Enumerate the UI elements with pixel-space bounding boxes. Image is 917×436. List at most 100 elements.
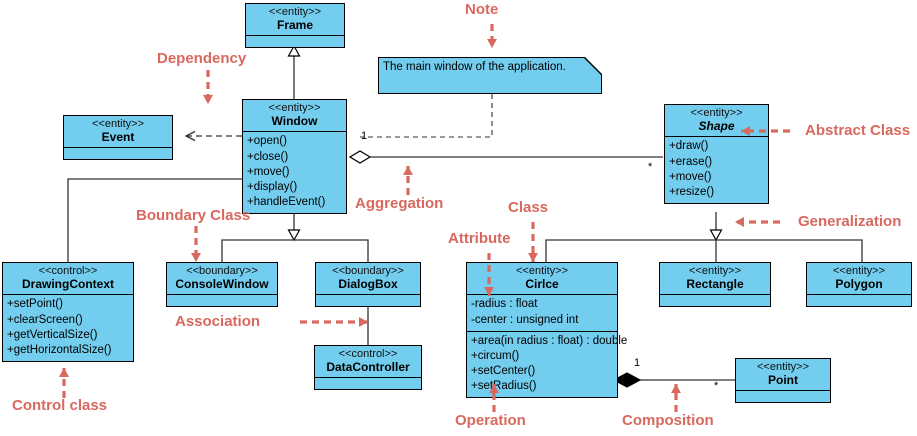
class-operation: +circum() <box>471 349 520 362</box>
class-stereotype: <<entity>> <box>690 107 743 119</box>
class-operation: +handleEvent() <box>247 196 326 209</box>
class-attribute: -center : unsigned int <box>471 313 579 326</box>
class-name: Point <box>768 372 798 387</box>
class-name: Event <box>101 129 135 144</box>
note-box[interactable]: The main window of the application. <box>378 57 602 94</box>
class-attributes-compartment <box>316 294 420 306</box>
multiplicity-point-composition: * <box>714 380 719 392</box>
class-attribute: -radius : float <box>471 298 538 311</box>
note-text: The main window of the application. <box>383 61 566 73</box>
class-box-frame[interactable]: <<entity>> Frame <box>245 3 345 49</box>
class-operation: +close() <box>247 150 289 163</box>
class-attributes-compartment <box>246 35 344 47</box>
class-box-circle[interactable]: <<entity>> Cirlce -radius : float -cente… <box>466 262 628 399</box>
annotation-label-composition: Composition <box>622 412 714 429</box>
class-box-consolewindow[interactable]: <<boundary>> ConsoleWindow <box>166 262 278 308</box>
annotation-label-attribute: Attribute <box>448 230 511 247</box>
annotation-label-generalization: Generalization <box>798 213 902 230</box>
class-operation: +display() <box>247 180 298 193</box>
class-box-polygon[interactable]: <<entity>> Polygon <box>806 262 912 308</box>
class-name: DataController <box>326 359 410 374</box>
line-window-to-drawingcontext <box>67 178 242 262</box>
class-box-rectangle[interactable]: <<entity>> Rectangle <box>659 262 771 308</box>
class-operations-compartment: +draw() +erase() +move() +resize() <box>665 136 768 203</box>
class-stereotype: <<boundary>> <box>332 265 404 277</box>
class-box-event[interactable]: <<entity>> Event <box>63 115 173 161</box>
class-operation: +getHorizontalSize() <box>7 343 112 356</box>
class-operation: +move() <box>247 165 290 178</box>
class-operation: +resize() <box>669 185 715 198</box>
class-operation: +area(in radius : float) : double <box>471 334 628 347</box>
class-header-frame: <<entity>> Frame <box>246 4 344 35</box>
class-operation: +setCenter() <box>471 365 536 378</box>
class-header-event: <<entity>> Event <box>64 116 172 147</box>
class-header-point: <<entity>> Point <box>736 359 830 390</box>
annotation-label-boundary-class: Boundary Class <box>136 207 251 224</box>
class-header-drawingcontext: <<control>> DrawingContext <box>3 263 133 294</box>
class-stereotype: <<control>> <box>338 348 398 360</box>
class-operations-compartment: +area(in radius : float) : double +circu… <box>467 330 628 398</box>
class-box-window[interactable]: <<entity>> Window +open() +close() +move… <box>242 99 347 215</box>
class-stereotype: <<entity>> <box>269 6 321 18</box>
class-header-consolewindow: <<boundary>> ConsoleWindow <box>167 263 277 294</box>
class-box-dialogbox[interactable]: <<boundary>> DialogBox <box>315 262 421 308</box>
class-attributes-compartment <box>64 147 172 159</box>
class-operations-compartment: +setPoint() +clearScreen() +getVerticalS… <box>3 294 133 361</box>
annotation-label-class: Class <box>508 199 549 216</box>
class-operation: +erase() <box>669 155 713 168</box>
class-stereotype: <<entity>> <box>757 361 809 373</box>
class-operation: +getVerticalSize() <box>7 328 98 341</box>
annotation-label-control-class: Control class <box>12 397 108 414</box>
class-stereotype: <<entity>> <box>833 265 885 277</box>
class-header-rectangle: <<entity>> Rectangle <box>660 263 770 294</box>
class-operation: +setRadius() <box>471 380 537 393</box>
line-note-anchor <box>360 94 493 138</box>
class-attributes-compartment <box>660 294 770 306</box>
annotation-label-abstract-class: Abstract Class <box>805 122 911 139</box>
class-stereotype: <<entity>> <box>268 102 321 114</box>
class-name: Cirlce <box>525 276 559 291</box>
multiplicity-shape-aggregation: * <box>648 161 653 173</box>
class-name: Frame <box>276 17 314 32</box>
class-operation: +open() <box>247 135 287 148</box>
class-attributes-compartment <box>315 377 421 389</box>
class-attributes-compartment <box>807 294 911 306</box>
line-generalization-bar-shapes <box>545 239 863 263</box>
annotation-label-dependency: Dependency <box>157 50 247 67</box>
class-box-shape[interactable]: <<entity>> Shape +draw() +erase() +move(… <box>664 104 769 205</box>
class-operation: +move() <box>669 170 712 183</box>
class-box-drawingcontext[interactable]: <<control>> DrawingContext +setPoint() +… <box>2 262 134 363</box>
class-box-datacontroller[interactable]: <<control>> DataController <box>314 345 422 391</box>
annotation-label-aggregation: Aggregation <box>355 195 444 212</box>
annotation-label-note: Note <box>465 1 499 18</box>
class-name: Polygon <box>835 276 883 291</box>
multiplicity-circle-composition: 1 <box>634 357 641 369</box>
class-header-window: <<entity>> Window <box>243 100 346 131</box>
class-name: ConsoleWindow <box>175 276 269 291</box>
class-name: Rectangle <box>686 276 744 291</box>
class-header-circle: <<entity>> Cirlce <box>467 263 617 294</box>
class-operation: +clearScreen() <box>7 313 83 326</box>
annotation-label-association: Association <box>175 313 261 330</box>
class-operation: +draw() <box>669 140 709 153</box>
class-stereotype: <<entity>> <box>689 265 741 277</box>
line-generalization-bar-boundary <box>221 239 369 263</box>
class-name: Window <box>271 113 318 128</box>
class-header-dialogbox: <<boundary>> DialogBox <box>316 263 420 294</box>
aggregation-diamond <box>348 150 372 164</box>
class-header-shape: <<entity>> Shape <box>665 105 768 136</box>
class-attributes-compartment <box>736 390 830 402</box>
class-stereotype: <<entity>> <box>516 265 568 277</box>
class-header-polygon: <<entity>> Polygon <box>807 263 911 294</box>
note-fold-corner-icon <box>584 57 602 75</box>
multiplicity-window-aggregation: 1 <box>361 130 368 142</box>
class-operations-compartment: +open() +close() +move() +display() +han… <box>243 131 346 213</box>
class-box-point[interactable]: <<entity>> Point <box>735 358 831 404</box>
class-attributes-compartment <box>167 294 277 306</box>
class-name: DialogBox <box>338 276 398 291</box>
class-name: Shape <box>698 118 735 133</box>
class-header-datacontroller: <<control>> DataController <box>315 346 421 377</box>
